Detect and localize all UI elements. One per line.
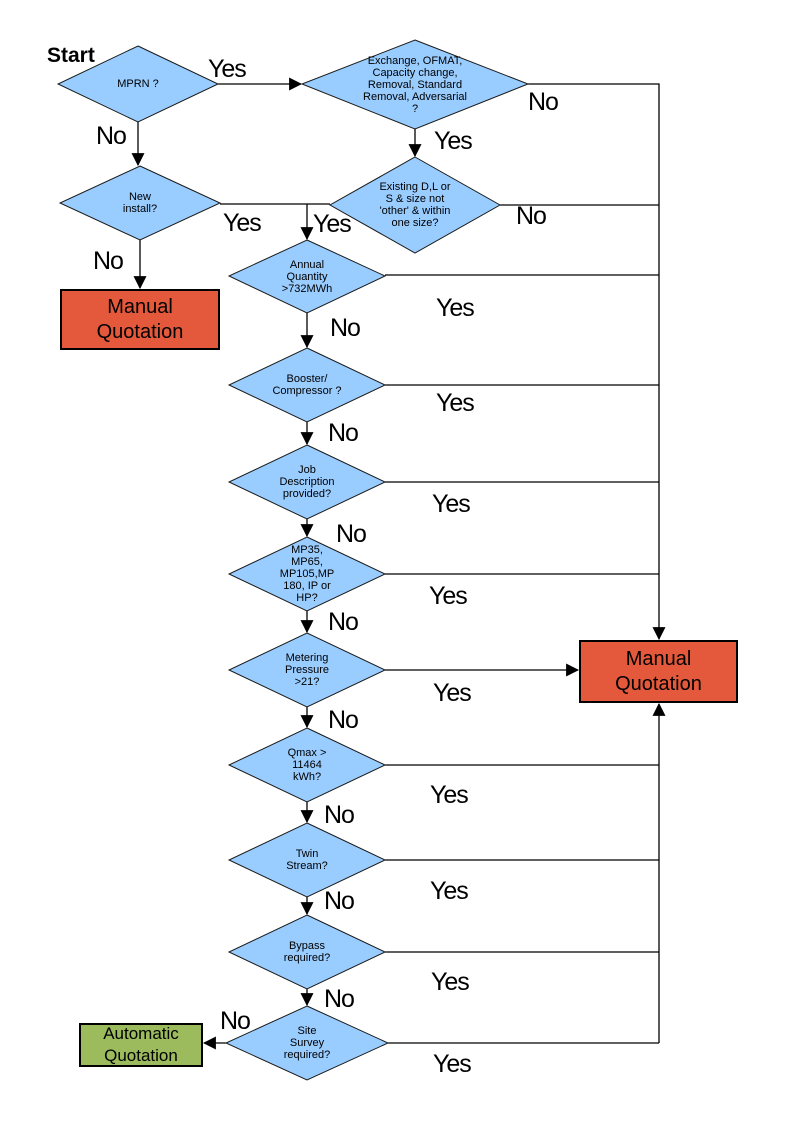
automatic-quotation-label: Automatic Quotation (103, 1024, 179, 1065)
edge-newinstall-no-label: No (93, 247, 124, 275)
edge-qmax-no-label: No (324, 801, 355, 829)
automatic-quotation-box: Automatic Quotation (79, 1023, 203, 1067)
edge-annual-yes-label: Yes (436, 294, 475, 322)
edge-bypass-no-label: No (324, 985, 355, 1013)
edge-newinstall-yes-label: Yes (223, 209, 262, 237)
decision-site-survey (224, 1005, 390, 1081)
decision-existing-size (328, 156, 502, 254)
decision-new-install (58, 165, 222, 241)
edge-bypass-yes-label: Yes (431, 968, 470, 996)
edge-metering-yes-label: Yes (433, 679, 472, 707)
decision-booster (227, 347, 387, 423)
manual-quotation-left-label: Manual Quotation (96, 295, 184, 343)
edge-booster-yes-label: Yes (436, 389, 475, 417)
manual-quotation-right-label: Manual Quotation (615, 647, 702, 695)
edge-exchange-no-label: No (528, 88, 559, 116)
edge-mprn-yes-label: Yes (208, 55, 247, 83)
edge-existing-no-label: No (516, 202, 547, 230)
decision-exchange (300, 39, 530, 130)
edge-existing-yes-label: Yes (313, 210, 352, 238)
decision-twin-stream (227, 822, 387, 898)
edge-tier-no-label: No (328, 608, 359, 636)
edge-exchange-yes-label: Yes (434, 127, 473, 155)
edge-job-no-label: No (336, 520, 367, 548)
edge-site-no-label: No (220, 1007, 251, 1035)
edge-exchange-no-line (528, 83, 666, 641)
decision-job-description (227, 444, 387, 520)
decision-annual-quantity (227, 239, 387, 314)
decision-mprn (56, 45, 220, 123)
decision-pressure-tier (227, 536, 387, 612)
manual-quotation-box-right: Manual Quotation (579, 640, 738, 703)
edge-tier-yes-label: Yes (429, 582, 468, 610)
edge-annual-no-label: No (330, 314, 361, 342)
edge-twin-yes-label: Yes (430, 877, 469, 905)
edge-metering-no-label: No (328, 706, 359, 734)
decision-qmax (227, 727, 387, 803)
manual-quotation-box-left: Manual Quotation (60, 289, 220, 350)
decision-bypass (227, 914, 387, 990)
decision-metering-pressure (227, 632, 387, 708)
start-label: Start (47, 44, 95, 67)
edge-site-yes-label: Yes (433, 1050, 472, 1078)
edge-mprn-no-label: No (96, 122, 127, 150)
edge-booster-no-label: No (328, 419, 359, 447)
edge-qmax-yes-label: Yes (430, 781, 469, 809)
edge-twin-no-label: No (324, 887, 355, 915)
edge-job-yes-label: Yes (432, 490, 471, 518)
